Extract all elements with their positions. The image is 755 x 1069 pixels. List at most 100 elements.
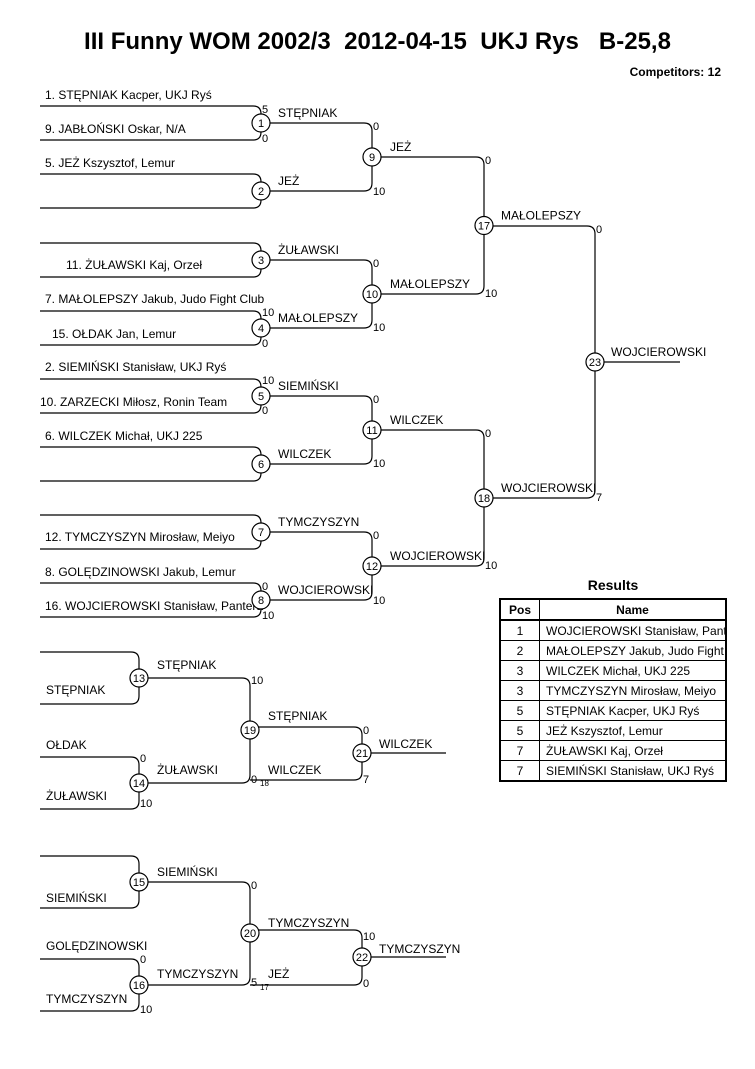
match-winner: TYMCZYSZYN [268,916,349,930]
repechage-entrant: GOLĘDZINOWSKI [46,939,147,953]
match-score: 0 [373,530,379,542]
match-winner: MAŁOLEPSZY [390,277,470,291]
match-score: 0 [363,978,369,990]
match-number: 3 [258,255,264,267]
result-name: ŻUŁAWSKI Kaj, Orzeł [539,740,727,761]
repechage-entrant: WILCZEK [268,763,321,777]
match-score: 10 [262,307,274,319]
bracket-connector [250,929,363,986]
competitor-entry: 1. STĘPNIAK Kacper, UKJ Ryś [45,88,212,102]
result-name: SIEMIŃSKI Stanisław, UKJ Ryś [539,760,727,782]
match-number: 14 [133,778,145,790]
match-score: 10 [373,458,385,470]
result-pos: 5 [499,720,540,741]
match-node-circle [474,215,494,236]
match-node-circle [240,720,260,740]
match-node-circle [352,947,372,967]
bracket-connector [372,429,485,567]
match-node-circle [585,352,605,372]
result-name: TYMCZYSZYN Mirosław, Meiyo [539,680,727,701]
result-name: JEŻ Kszysztof, Lemur [539,720,727,741]
result-name: STĘPNIAK Kacper, UKJ Ryś [539,700,727,721]
match-winner: MAŁOLEPSZY [278,311,358,325]
match-score: 0 [251,774,257,786]
match-score: 0 [485,155,491,167]
match-score: 10 [373,322,385,334]
match-winner: WOJCIEROWSKI [390,549,485,563]
bracket-connector [372,156,485,295]
match-number: 15 [133,877,145,889]
match-winner: WILCZEK [278,447,331,461]
competitor-entry: 12. TYMCZYSZYN Mirosław, Meiyo [45,530,235,544]
match-number: 10 [366,289,378,301]
match-node-circle [251,454,271,474]
result-pos: 3 [499,680,540,701]
match-score: 0 [596,224,602,236]
match-score: 10 [140,1004,152,1016]
match-number: 8 [258,595,264,607]
competitor-entry: 5. JEŻ Kszysztof, Lemur [45,156,175,170]
result-pos: 3 [499,660,540,681]
match-number: 9 [369,152,375,164]
match-score: 0 [140,954,146,966]
match-winner: TYMCZYSZYN [379,942,460,956]
match-node-circle [251,250,271,270]
match-winner: ŻUŁAWSKI [278,243,339,257]
match-node-circle [251,386,271,406]
repechage-entrant: SIEMIŃSKI [46,890,107,905]
match-score: 0 [262,405,268,417]
match-number: 7 [258,527,264,539]
results-header-pos: Pos [499,598,540,621]
match-winner: WOJCIEROWSKI [501,481,596,495]
match-number: 1 [258,118,264,130]
match-node-circle [474,488,494,508]
repechage-entrant: TYMCZYSZYN [46,992,127,1006]
match-winner: WILCZEK [379,737,432,751]
match-score: 0 [485,428,491,440]
match-node-circle [251,181,271,201]
match-winner: ŻUŁAWSKI [157,763,218,777]
result-name: WOJCIEROWSKI Stanisław, Pantera [539,619,727,641]
match-node-circle [251,113,271,133]
match-number: 23 [589,357,601,369]
match-score: 0 [262,338,268,350]
competitor-entry: 2. SIEMIŃSKI Stanisław, UKJ Ryś [45,359,226,374]
match-winner: STĘPNIAK [268,709,327,723]
page-title: III Funny WOM 2002/3 2012-04-15 UKJ Rys … [84,28,671,55]
match-node-circle [251,522,271,542]
match-score: 10 [373,186,385,198]
match-score: 10 [262,375,274,387]
match-winner: WILCZEK [390,413,443,427]
match-score: 10 [485,288,497,300]
match-number: 4 [258,323,264,335]
match-node-circle [362,556,382,576]
results-title: Results [587,577,639,593]
match-node-circle [129,975,149,995]
match-number: 2 [258,186,264,198]
match-score: 0 [373,121,379,133]
result-pos: 1 [499,619,540,641]
match-score: 10 [485,560,497,572]
bracket-connector [40,446,262,482]
result-pos: 2 [499,640,540,661]
match-score: 0 [373,394,379,406]
match-score: 10 [373,595,385,607]
match-node-circle [362,147,382,167]
match-node-circle [251,318,271,338]
competitor-count: Competitors: 12 [629,65,721,79]
match-score: 0 [140,753,146,765]
match-winner: SIEMIŃSKI [278,378,339,393]
match-winner: JEŻ [278,174,299,188]
match-score: 0 [251,880,257,892]
result-pos: 5 [499,700,540,721]
competitor-entry: 15. OŁDAK Jan, Lemur [52,327,176,341]
match-score: 5 [262,104,268,116]
result-pos: 7 [499,740,540,761]
